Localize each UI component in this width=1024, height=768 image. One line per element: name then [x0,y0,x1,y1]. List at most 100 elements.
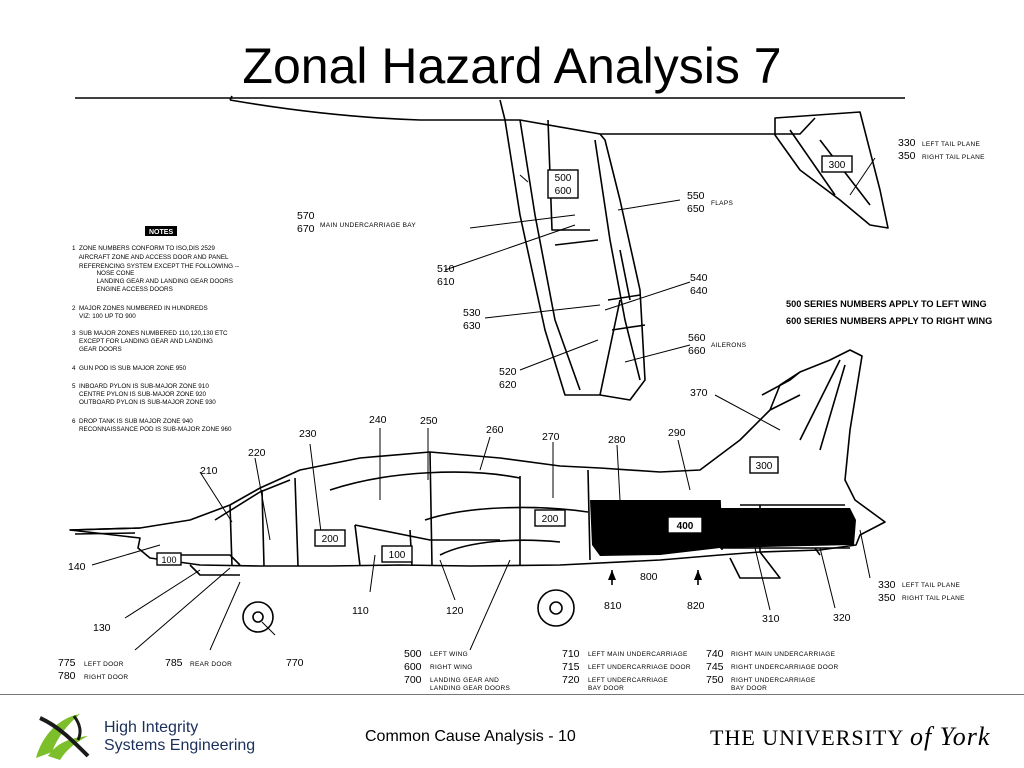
box-100-nose: 100 [161,555,176,565]
legend-right-main-uc: RIGHT MAIN UNDERCARRIAGE [731,651,836,658]
legend-600: 600 [404,661,422,673]
legend-left-uc-bay: LEFT UNDERCARRIAGE [588,677,668,684]
box-500: 500 [555,173,572,184]
label-330-top: 330 [898,137,916,149]
note-line: GEAR DOORS [72,346,122,353]
label-main-undercarriage-bay: MAIN UNDERCARRIAGE BAY [320,222,416,229]
label-610: 610 [437,276,455,288]
footer-divider [0,694,1024,695]
box-200-rear: 200 [542,514,559,525]
box-fin-300: 300 [756,461,773,472]
slide-title: Zonal Hazard Analysis 7 [242,38,782,94]
zone-140: 140 [68,561,86,573]
label-775: 775 [58,657,76,669]
label-right-door: RIGHT DOOR [84,674,128,681]
label-510: 510 [437,263,455,275]
label-rear-door: REAR DOOR [190,661,232,668]
box-600: 600 [555,186,572,197]
note-line: CENTRE PYLON IS SUB-MAJOR ZONE 920 [72,391,207,398]
plan-fuselage-outline [75,95,905,135]
note-line: 3 SUB MAJOR ZONES NUMBERED 110,120,130 E… [72,330,228,337]
note-line: 5 INBOARD PYLON IS SUB-MAJOR ZONE 910 [72,383,209,390]
zone-110: 110 [352,605,369,617]
zone-270: 270 [542,431,560,443]
label-left-door: LEFT DOOR [84,661,124,668]
hise-line1: High Integrity [104,719,198,736]
plan-wing-outline [499,99,646,401]
note-line: REFERENCING SYSTEM EXCEPT THE FOLLOWING … [72,263,239,270]
zone-820: 820 [687,600,705,612]
note-line: LANDING GEAR AND LANDING GEAR DOORS [72,278,233,285]
legend-right-wing: RIGHT WING [430,664,473,671]
note-line: NOSE CONE [72,270,134,277]
legend-left-main-uc: LEFT MAIN UNDERCARRIAGE [588,651,688,658]
series-note-600: 600 SERIES NUMBERS APPLY TO RIGHT WING [786,316,992,326]
legend-700: 700 [404,674,422,686]
label-785: 785 [165,657,183,669]
label-570: 570 [297,210,315,222]
legend-right-uc-bay-door: BAY DOOR [731,685,767,692]
note-line: 4 GUN POD IS SUB MAJOR ZONE 950 [72,365,187,372]
label-780: 780 [58,670,76,682]
legend-710: 710 [562,648,580,660]
zone-810: 810 [604,600,622,612]
note-line: 2 MAJOR ZONES NUMBERED IN HUNDREDS [72,305,208,312]
label-left-tail-plane-bottom: LEFT TAIL PLANE [902,582,960,589]
note-line: RECONNAISSANCE POD IS SUB-MAJOR ZONE 960 [72,426,232,433]
label-350-top: 350 [898,150,916,162]
zone-220: 220 [248,447,266,459]
note-line: VIZ: 100 UP TO 900 [72,313,136,320]
legend-740: 740 [706,648,724,660]
label-630: 630 [463,320,481,332]
york-script: of York [909,722,991,751]
zone-260: 260 [486,424,504,436]
note-line: 6 DROP TANK IS SUB MAJOR ZONE 940 [72,418,193,425]
label-530: 530 [463,307,481,319]
notes-heading: NOTES [149,229,173,236]
legend-left-uc-bay-door: BAY DOOR [588,685,624,692]
label-right-tail-plane-top: RIGHT TAIL PLANE [922,154,985,161]
zone-800: 800 [640,571,658,583]
note-line: EXCEPT FOR LANDING GEAR AND LANDING [72,338,213,345]
label-670: 670 [297,223,315,235]
zone-370: 370 [690,387,708,399]
series-note-500: 500 SERIES NUMBERS APPLY TO LEFT WING [786,299,987,309]
label-right-tail-plane-bottom: RIGHT TAIL PLANE [902,595,965,602]
label-640: 640 [690,285,708,297]
note-line: AIRCRAFT ZONE AND ACCESS DOOR AND PANEL [72,254,229,261]
zone-120: 120 [446,605,464,617]
hise-line2: Systems Engineering [104,737,255,754]
label-650: 650 [687,203,705,215]
box-200-front: 200 [322,534,339,545]
label-520: 520 [499,366,517,378]
york-logo: THE UNIVERSITY of York [710,722,990,752]
legend-landing-gear-doors: LANDING GEAR DOORS [430,685,511,692]
legend-landing-gear: LANDING GEAR AND [430,677,499,684]
footer-text: Common Cause Analysis - 10 [365,728,576,745]
plan-tailplane-outline [774,111,889,229]
label-ailerons: AILERONS [711,342,747,349]
label-560: 560 [688,332,706,344]
zone-310: 310 [762,613,780,625]
legend-left-uc-door: LEFT UNDERCARRIAGE DOOR [588,664,691,671]
label-620: 620 [499,379,517,391]
legend-right-uc-door: RIGHT UNDERCARRIAGE DOOR [731,664,838,671]
label-660: 660 [688,345,706,357]
box-tail-300: 300 [829,160,846,171]
zone-240: 240 [369,414,387,426]
legend-720: 720 [562,674,580,686]
label-330-bottom: 330 [878,579,896,591]
york-prefix: THE UNIVERSITY [710,725,904,750]
legend-750: 750 [706,674,724,686]
zone-250: 250 [420,415,438,427]
main-wheel [537,589,575,627]
legend-left-wing: LEFT WING [430,651,468,658]
label-left-tail-plane-top: LEFT TAIL PLANE [922,141,980,148]
label-flaps: FLAPS [711,200,733,207]
hise-logo: High Integrity Systems Engineering [36,714,255,760]
legend-500: 500 [404,648,422,660]
zone-320: 320 [833,612,851,624]
label-350-bottom: 350 [878,592,896,604]
zone-130: 130 [93,622,111,634]
zone-210: 210 [200,465,218,477]
